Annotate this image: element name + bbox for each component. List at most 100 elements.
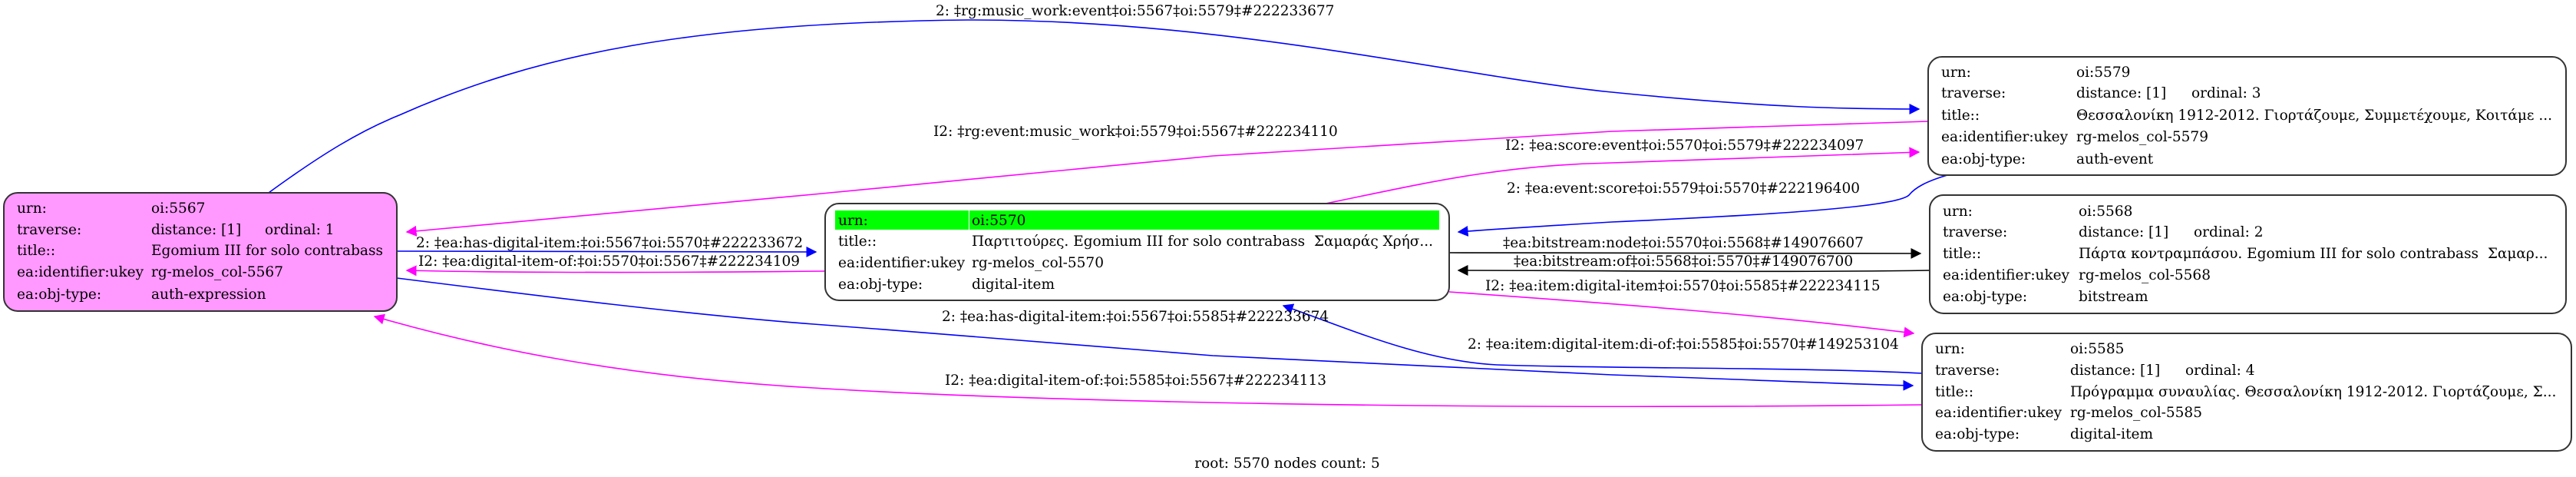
edge-5570-to-5579[interactable] — [1325, 147, 1920, 204]
node-field-value: oi:5585 — [2070, 341, 2124, 357]
node-5567[interactable]: urn: oi:5567 traverse: distance: [1] ordinal… — [3, 192, 398, 312]
node-box[interactable] — [1921, 333, 2572, 452]
edge-line[interactable] — [396, 246, 817, 257]
node-field-key: urn: — [1941, 65, 1971, 81]
node-field-key: urn: — [1943, 204, 1973, 220]
node-box[interactable] — [1929, 194, 2567, 314]
node-field-key: ea:obj-type: — [1943, 289, 2027, 305]
edge-label: ‡ea:bitstream:of‡oi:5568‡oi:5570‡#149076… — [1514, 253, 1853, 270]
edge-label: I2: ‡rg:event:music_work‡oi:5579‡oi:5567… — [933, 124, 1338, 140]
node-field-value: Πάρτα κοντραμπάσου. Egomium III for solo… — [2079, 246, 2548, 262]
edge-line[interactable] — [373, 313, 1923, 408]
edge-5579-to-5567[interactable] — [405, 121, 1929, 237]
node-field-value: bitstream — [2079, 289, 2148, 305]
edge-line[interactable] — [1325, 147, 1920, 204]
node-field-key: urn: — [1935, 341, 1965, 357]
edge-label: I2: ‡ea:score:event‡oi:5570‡oi:5579‡#222… — [1505, 137, 1864, 154]
node-field-key: ea:identifier:ukey — [17, 264, 144, 280]
edge-line[interactable] — [1282, 303, 1923, 374]
node-field-value: distance: [1] — [2076, 85, 2166, 101]
node-field-value: rg-melos_col-5585 — [2070, 405, 2202, 421]
node-field-ordinal: ordinal: 1 — [265, 222, 335, 238]
node-field-key: traverse: — [1935, 363, 2000, 379]
node-field-value: rg-melos_col-5579 — [2076, 129, 2208, 145]
edge-label: 2: ‡ea:has-digital-item:‡oi:5567‡oi:5585… — [942, 309, 1329, 325]
node-field-key: traverse: — [1941, 85, 2006, 101]
edge-line[interactable] — [1457, 174, 1948, 237]
edge-line[interactable] — [1457, 265, 1930, 277]
node-field-key: ea:identifier:ukey — [1943, 267, 2070, 283]
node-box[interactable] — [1927, 56, 2567, 176]
node-field-value: distance: [1] — [151, 222, 241, 238]
edge-label: I2: ‡ea:digital-item-of:‡oi:5585‡oi:5567… — [945, 373, 1326, 389]
node-field-key: ea:obj-type: — [1935, 426, 2020, 442]
node-field-key: ea:identifier:ukey — [1941, 129, 2069, 145]
node-field-key: title:: — [17, 243, 55, 259]
node-field-value: Πρόγραμμα συναυλίας. Θεσσαλονίκη 1912-20… — [2070, 384, 2556, 400]
edge-label: I2: ‡ea:item:digital-item‡oi:5570‡oi:558… — [1485, 278, 1881, 294]
node-field-value: distance: [1] — [2070, 363, 2160, 379]
node-field-key: ea:obj-type: — [838, 277, 923, 293]
node-field-value: oi:5568 — [2079, 204, 2132, 220]
node-field-key: urn: — [838, 213, 868, 229]
node-field-value: auth-event — [2076, 151, 2154, 167]
edge-label: ‡ea:bitstream:node‡oi:5570‡oi:5568‡#1490… — [1503, 235, 1864, 251]
node-5568[interactable]: urn: oi:5568 traverse: distance: [1] ordinal… — [1929, 194, 2567, 314]
edge-label: 2: ‡rg:music_work:event‡oi:5567‡oi:5579‡… — [936, 3, 1334, 19]
edge-5567-to-5570[interactable] — [396, 246, 817, 257]
node-field-key: traverse: — [1943, 224, 2007, 240]
edge-line[interactable] — [268, 19, 1920, 194]
nodes-layer: urn: oi:5567 traverse: distance: [1] ordinal… — [3, 56, 2572, 452]
node-field-value: distance: [1] — [2079, 224, 2168, 240]
edge-5570-to-5585[interactable] — [1448, 291, 1915, 338]
node-field-value: digital-item — [2070, 426, 2153, 442]
node-field-ordinal: ordinal: 3 — [2191, 85, 2261, 101]
node-field-key: title:: — [1935, 384, 1973, 400]
node-box[interactable] — [3, 192, 398, 312]
node-5579[interactable]: urn: oi:5579 traverse: distance: [1] ordinal… — [1927, 56, 2567, 176]
edge-5568-to-5570[interactable] — [1457, 265, 1930, 277]
node-field-value: digital-item — [972, 277, 1055, 293]
edge-5567-to-5579[interactable] — [268, 19, 1920, 194]
node-field-key: ea:obj-type: — [17, 287, 101, 303]
node-field-key: title:: — [1941, 108, 1980, 124]
edge-5585-to-5570[interactable] — [1282, 303, 1923, 374]
node-field-key: title:: — [838, 234, 877, 250]
node-field-key: ea:identifier:ukey — [838, 255, 966, 271]
node-field-value: rg-melos_col-5567 — [151, 264, 283, 280]
edge-label: 2: ‡ea:has-digital-item:‡oi:5567‡oi:5570… — [416, 235, 803, 251]
node-field-value: rg-melos_col-5570 — [972, 255, 1104, 271]
edge-5567-to-5585[interactable] — [396, 277, 1914, 391]
node-field-value: rg-melos_col-5568 — [2079, 267, 2211, 283]
node-field-value: oi:5567 — [151, 200, 205, 217]
node-field-value: oi:5570 — [972, 213, 1025, 229]
graph-footer: root: 5570 nodes count: 5 — [1194, 455, 1380, 472]
edge-label: 2: ‡ea:event:score‡oi:5579‡oi:5570‡#2221… — [1507, 181, 1860, 197]
node-field-key: ea:identifier:ukey — [1935, 405, 2062, 421]
root-value-highlight — [969, 210, 1439, 230]
node-field-key: title:: — [1943, 246, 1981, 262]
edge-line[interactable] — [405, 265, 826, 277]
edge-5570-to-5567[interactable] — [405, 265, 826, 277]
edge-label: I2: ‡ea:digital-item-of:‡oi:5570‡oi:5567… — [418, 253, 800, 270]
edge-line[interactable] — [405, 121, 1929, 237]
node-5585[interactable]: urn: oi:5585 traverse: distance: [1] ordinal… — [1921, 333, 2572, 452]
edge-5585-to-5567[interactable] — [373, 313, 1923, 408]
node-field-key: ea:obj-type: — [1941, 151, 2026, 167]
edge-5579-to-5570[interactable] — [1457, 174, 1948, 237]
node-field-key: traverse: — [17, 222, 81, 238]
node-field-value: auth-expression — [151, 287, 266, 303]
edge-line[interactable] — [396, 277, 1914, 391]
node-field-ordinal: ordinal: 4 — [2185, 363, 2255, 379]
node-field-ordinal: ordinal: 2 — [2194, 224, 2264, 240]
edge-line[interactable] — [1448, 291, 1915, 338]
node-field-key: urn: — [17, 200, 47, 217]
node-field-value: Παρτιτούρες. Egomium III for solo contra… — [972, 234, 1433, 250]
edge-labels-layer: 2: ‡rg:music_work:event‡oi:5567‡oi:5579‡… — [416, 3, 1899, 389]
node-field-value: Θεσσαλονίκη 1912-2012. Γιορτάζουμε, Συμμ… — [2076, 108, 2552, 124]
edge-label: 2: ‡ea:item:digital-item:di-of:‡oi:5585‡… — [1468, 336, 1899, 353]
node-field-value: oi:5579 — [2076, 65, 2130, 81]
edges-layer — [268, 19, 1948, 408]
